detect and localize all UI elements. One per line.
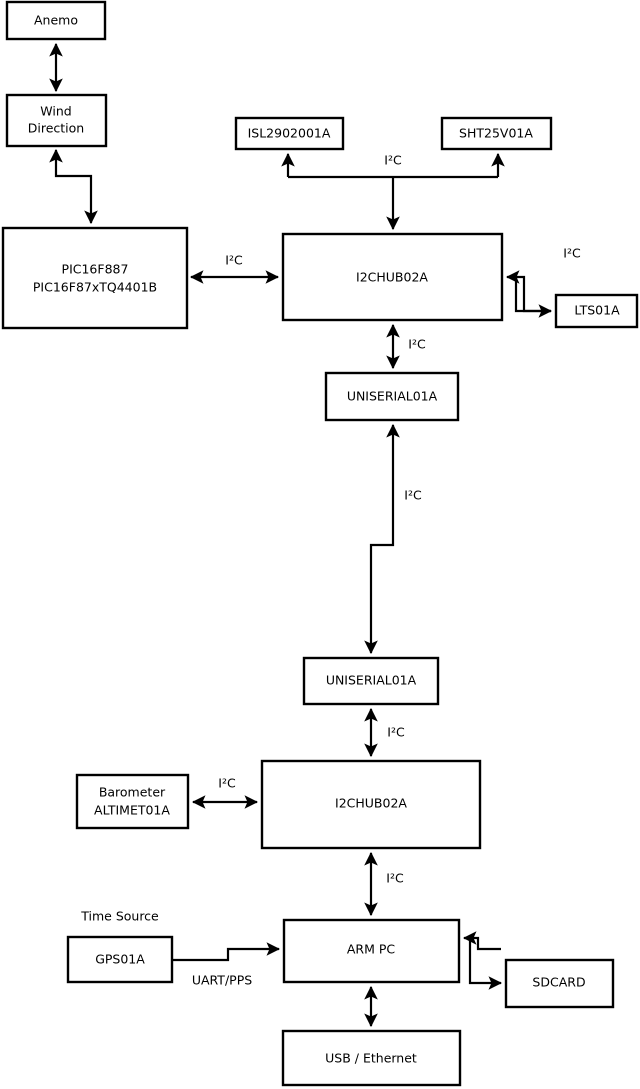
node-i2chub02a-top-label: I2CHUB02A [356,270,428,285]
edge-label-i2c-hubbot-armpc: I²C [386,871,404,886]
node-barometer-label-line2: ALTIMET01A [94,803,170,818]
node-uniserial01a-bottom-box[interactable] [302,656,440,706]
node-i2chub02a-top[interactable]: I2CHUB02A [281,232,504,322]
node-barometer-altimet01a-box[interactable] [75,773,190,830]
edge-hubtop-to-lts [514,277,553,318]
node-lts01a-label: LTS01A [574,303,620,318]
node-uniserial01a-top-label: UNISERIAL01A [347,389,438,404]
edge-label-i2c-uniserial-link: I²C [404,488,422,503]
node-arm-pc-box[interactable] [282,918,461,984]
label-time-source: Time Source [80,909,159,924]
node-i2chub02a-bottom[interactable]: I2CHUB02A [260,759,482,850]
node-lts01a-box[interactable] [554,293,639,329]
node-usb-ethernet[interactable]: USB / Ethernet [281,1029,462,1087]
node-uniserial01a-top[interactable]: UNISERIAL01A [324,371,460,422]
node-usb-ethernet-box[interactable] [281,1029,462,1087]
edge-gps-armpc [172,942,281,962]
node-usb-ethernet-label: USB / Ethernet [325,1051,417,1066]
node-sht25v01a-box[interactable] [440,116,553,151]
node-pic16f887[interactable]: PIC16F887 PIC16F87xTQ4401B [1,226,189,330]
node-lts01a[interactable]: LTS01A [554,293,639,329]
node-i2chub02a-bottom-box[interactable] [260,759,482,850]
node-i2chub02a-top-box[interactable] [281,232,504,322]
node-gps01a[interactable]: GPS01A [66,935,174,984]
edge-lts-to-hubtop [505,270,551,313]
edge-label-i2c-hub-uniserial: I²C [408,337,426,352]
node-isl2902001a-box[interactable] [234,116,345,151]
node-uniserial01a-top-box[interactable] [324,371,460,422]
edge-uniserial-link [364,423,400,655]
node-isl2902001a[interactable]: ISL2902001A [234,116,345,151]
edge-label-i2c-pic-hub: I²C [225,253,243,268]
node-uniserial01a-bottom[interactable]: UNISERIAL01A [302,656,440,706]
node-barometer-label-line1: Barometer [99,785,166,800]
node-pic16f887-box[interactable] [1,226,189,330]
node-pic16f887-label-line2: PIC16F87xTQ4401B [33,280,157,295]
edge-label-i2c-barometer-hubbot: I²C [218,776,236,791]
node-wind-direction-label-line2: Direction [28,121,84,136]
edge-pic-wind [49,148,98,225]
node-pic16f887-label-line1: PIC16F887 [62,262,129,277]
edge-armpc-to-sdcard [468,938,503,990]
edge-label-uart-pps: UART/PPS [192,973,252,988]
node-sdcard-label: SDCARD [532,975,585,990]
node-gps01a-label: GPS01A [95,952,145,967]
node-uniserial01a-bottom-label: UNISERIAL01A [326,673,417,688]
node-arm-pc-label: ARM PC [347,942,396,957]
node-sht25v01a[interactable]: SHT25V01A [440,116,553,151]
node-wind-direction[interactable]: Wind Direction [5,93,108,148]
node-sdcard-box[interactable] [504,958,615,1009]
node-anemo[interactable]: Anemo [5,0,107,41]
node-i2chub02a-bottom-label: I2CHUB02A [335,796,407,811]
node-wind-direction-label-line1: Wind [40,104,71,119]
edge-label-i2c-hub-lts: I²C [563,246,581,261]
node-gps01a-box[interactable] [66,935,174,984]
node-sht25v01a-label: SHT25V01A [459,126,533,141]
node-wind-direction-box[interactable] [5,93,108,148]
edge-label-i2c-top-bus: I²C [384,153,402,168]
node-anemo-label: Anemo [34,13,78,28]
node-anemo-box[interactable] [5,0,107,41]
node-barometer-altimet01a[interactable]: Barometer ALTIMET01A [75,773,190,830]
edge-label-i2c-uniserial-hubbot: I²C [387,725,405,740]
node-arm-pc[interactable]: ARM PC [282,918,461,984]
node-isl2902001a-label: ISL2902001A [248,126,331,141]
node-sdcard[interactable]: SDCARD [504,958,615,1009]
